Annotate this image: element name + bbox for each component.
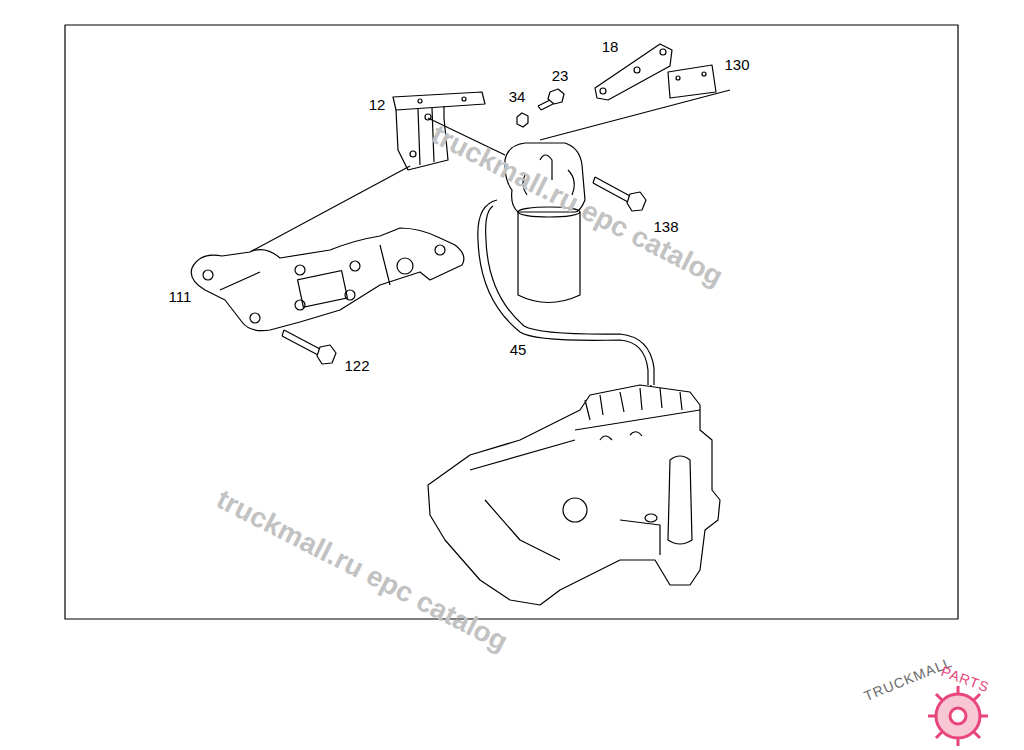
bolt [538, 89, 564, 110]
callout-number: 122 [344, 358, 369, 373]
callout-number: 111 [169, 289, 192, 304]
bolt [282, 330, 336, 364]
frame [65, 25, 958, 619]
nut [517, 113, 528, 127]
leader [540, 90, 730, 140]
injection-pump [428, 385, 720, 605]
callout-number: 23 [552, 68, 569, 83]
logo-gear [928, 686, 988, 746]
callout-number: 12 [369, 97, 386, 112]
callout-number: 18 [602, 39, 619, 54]
callout-number: 130 [724, 57, 749, 72]
logo-text: PARTS [939, 664, 991, 694]
callout-number: 34 [509, 89, 526, 104]
lower-bracket [191, 228, 464, 331]
watermark: truckmall.ru epc catalog [427, 120, 727, 291]
callout-number: 45 [510, 342, 527, 357]
logo-text: TRUCKMALL [862, 655, 954, 703]
watermark: truckmall.ru epc catalog [212, 485, 512, 656]
pad [668, 65, 716, 98]
